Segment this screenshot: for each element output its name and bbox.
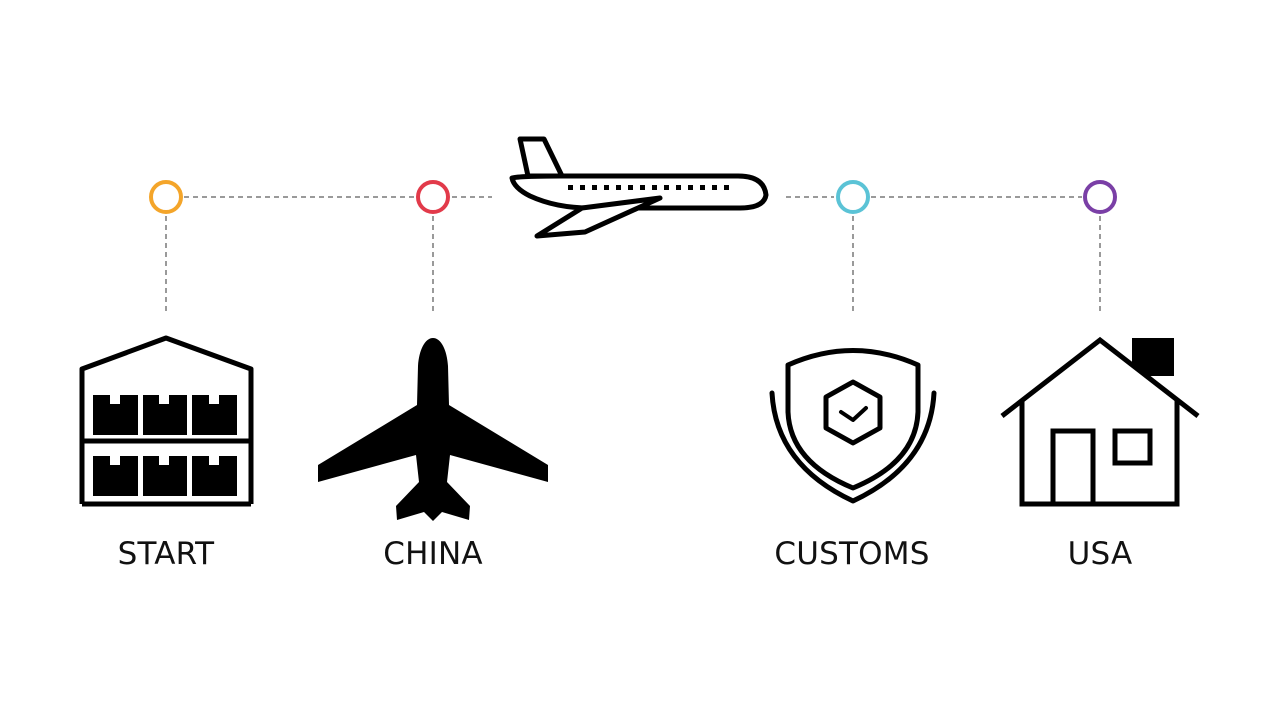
stage-label-usa: USA (1067, 536, 1133, 572)
milestone-start-circle (149, 180, 183, 214)
airplane-icon (318, 338, 548, 521)
milestone-customs-circle (836, 180, 870, 214)
house-icon (1000, 336, 1200, 507)
stage-label-china: CHINA (383, 536, 483, 572)
shield-icon (769, 348, 937, 504)
milestone-china-circle (416, 180, 450, 214)
stage-label-customs: CUSTOMS (774, 536, 930, 572)
stage-label-start: START (117, 536, 215, 572)
milestone-usa-circle (1083, 180, 1117, 214)
warehouse-icon (79, 335, 254, 507)
flying-plane-icon (509, 136, 769, 239)
